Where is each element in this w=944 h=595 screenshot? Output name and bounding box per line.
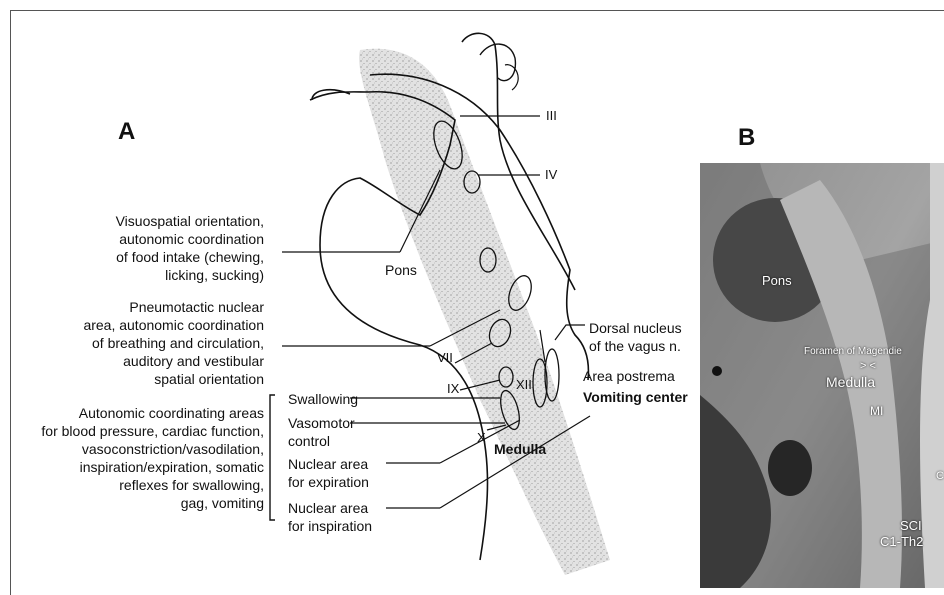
swallowing-label: Swallowing (288, 390, 358, 408)
mri-pons-label: Pons (762, 273, 792, 288)
pons-label: Pons (385, 262, 417, 278)
bracket (270, 395, 275, 520)
cerebellum-fold (312, 90, 350, 100)
nerve-ix-label: IX (447, 381, 459, 396)
area-postrema-label: Area postrema (583, 367, 675, 385)
mri-foramen-label: Foramen of Magendie (804, 346, 902, 357)
nerve-iv-label: IV (545, 167, 557, 182)
mri-medulla-label: Medulla (826, 374, 875, 390)
mri-mi-label: MI (870, 404, 883, 418)
mri-sci-label: SCI (900, 518, 922, 533)
dorsal-nucleus-label: Dorsal nucleus of the vagus n. (589, 319, 682, 355)
nerve-vii-label: VII (437, 350, 453, 365)
expiration-label: Nuclear area for expiration (288, 455, 369, 491)
brainstem-stipple (359, 49, 610, 575)
vasomotor-label: Vasomotor control (288, 414, 355, 450)
autonomic-label: Autonomic coordinating areas for blood p… (41, 404, 264, 512)
nerve-iii-label: III (546, 108, 557, 123)
medulla-label: Medulla (494, 441, 546, 457)
inspiration-label: Nuclear area for inspiration (288, 499, 372, 535)
pneumotactic-label: Pneumotactic nuclear area, autonomic coo… (83, 298, 264, 388)
panel-a-letter: A (118, 118, 135, 146)
mri-cut-label: C (936, 470, 944, 482)
panel-b-letter: B (738, 124, 755, 152)
nerve-x-label: X (477, 430, 486, 445)
nerve-xii-label: XII (516, 377, 532, 392)
mri-arrows: > < (860, 360, 876, 372)
mri-c1th2-label: C1-Th2 (880, 534, 923, 549)
visuospatial-label: Visuospatial orientation, autonomic coor… (116, 212, 264, 284)
vomiting-center-label: Vomiting center (583, 388, 688, 406)
